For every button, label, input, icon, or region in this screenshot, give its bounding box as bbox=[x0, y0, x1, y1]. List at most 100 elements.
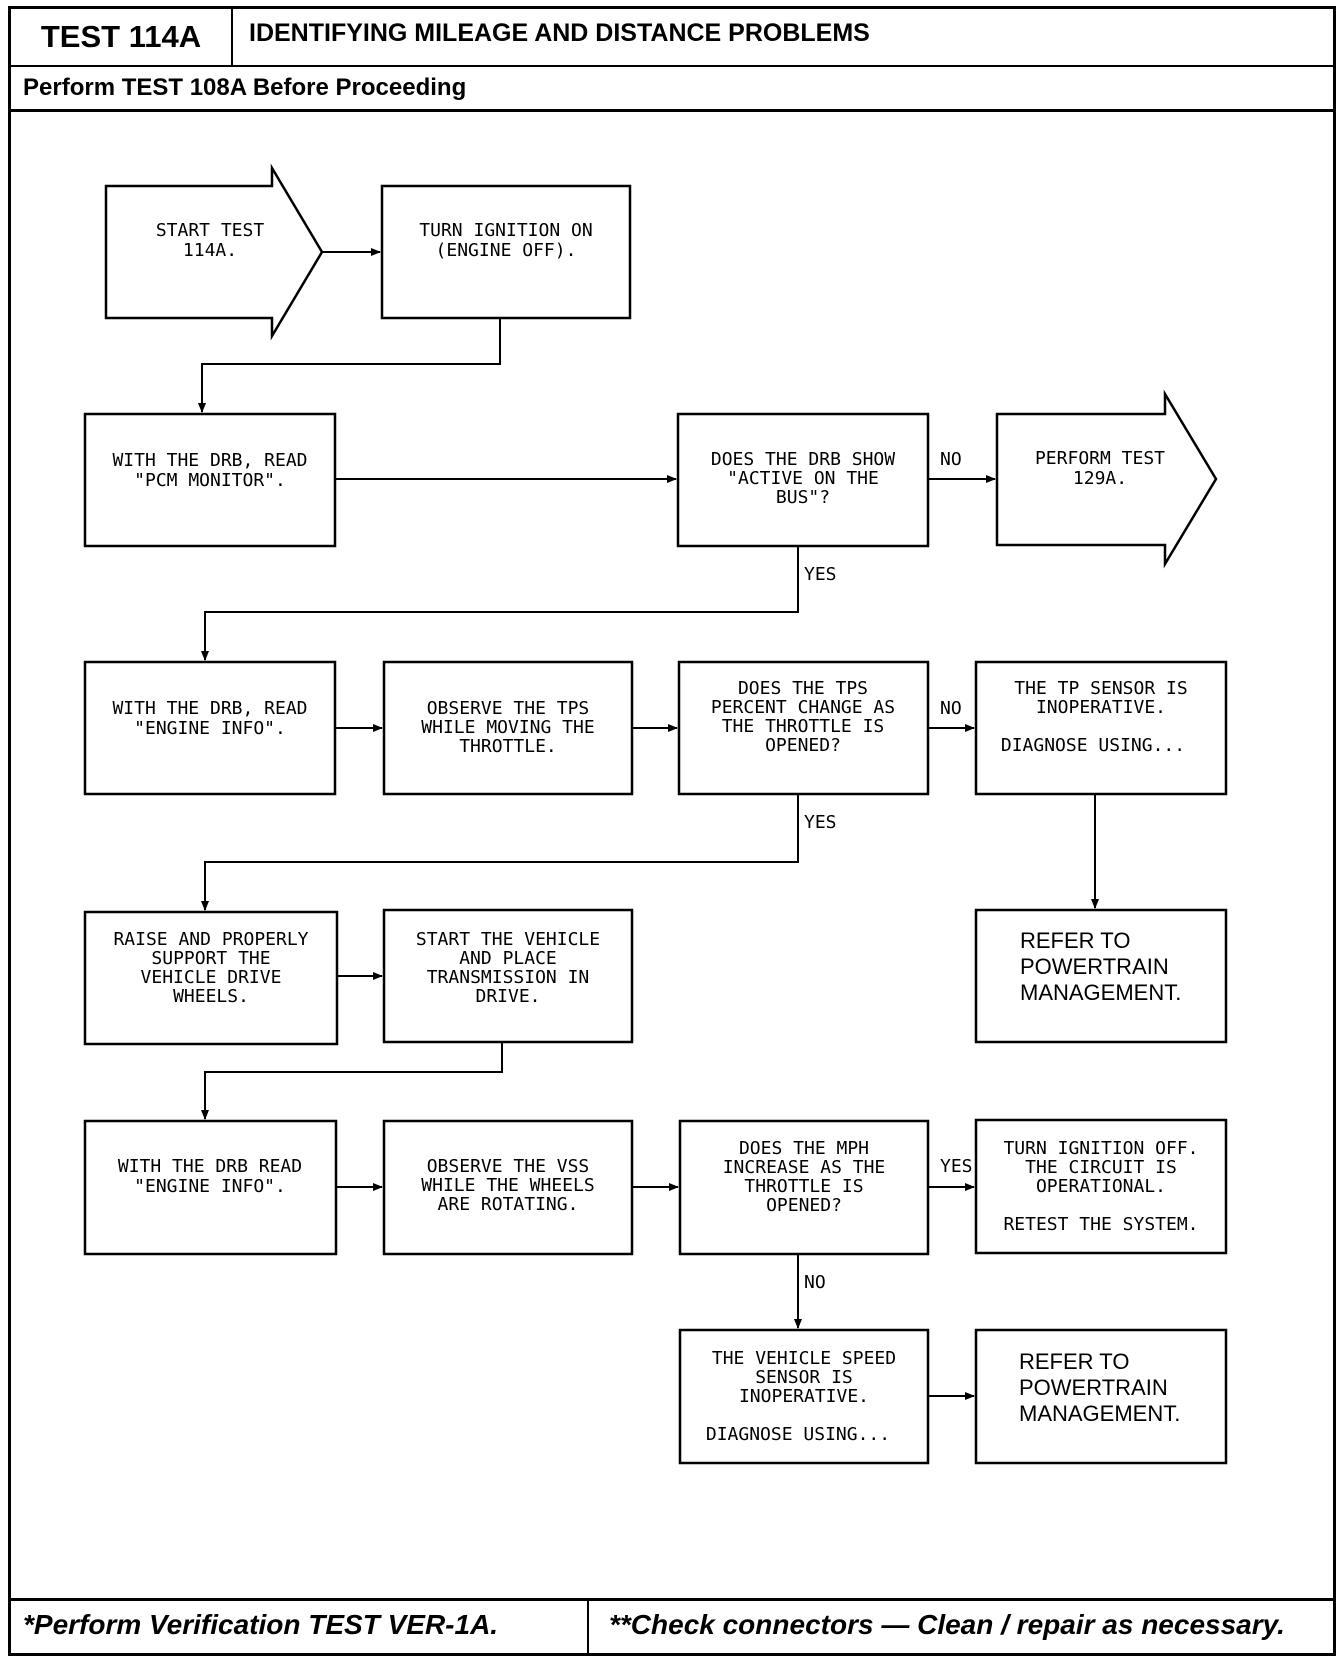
node-text-vss-diagnose: DIAGNOSE USING... bbox=[706, 1424, 890, 1445]
raise-vehicle-box bbox=[83, 910, 339, 1046]
node-line: ARE ROTATING. bbox=[438, 1194, 579, 1215]
node-line: SUPPORT THE bbox=[151, 948, 270, 969]
footer-verification-note: *Perform Verification TEST VER-1A. bbox=[23, 1609, 499, 1640]
node-line: THE THROTTLE IS bbox=[722, 716, 885, 737]
connector-tps-change-yes bbox=[201, 794, 799, 911]
mph-increase-decision bbox=[678, 1119, 930, 1256]
node-line: OBSERVE THE VSS bbox=[427, 1156, 590, 1177]
node-line: PERFORM TEST bbox=[1035, 448, 1165, 469]
node-line: AND PLACE bbox=[459, 948, 557, 969]
prerequisite-row: Perform TEST 108A Before Proceeding bbox=[11, 67, 1333, 112]
node-line: WITH THE DRB READ bbox=[118, 1156, 302, 1177]
start-vehicle-box bbox=[382, 908, 634, 1044]
node-line: DRIVE. bbox=[475, 986, 540, 1007]
node-line: START THE VEHICLE bbox=[416, 929, 600, 950]
node-line: WHILE MOVING THE bbox=[421, 717, 594, 738]
node-line: OPENED? bbox=[765, 735, 841, 756]
node-line: DIAGNOSE USING... bbox=[706, 1424, 890, 1445]
node-text-retest: RETEST THE SYSTEM. bbox=[1003, 1214, 1198, 1235]
node-line: DOES THE DRB SHOW bbox=[711, 449, 895, 470]
node-line: RETEST THE SYSTEM. bbox=[1003, 1214, 1198, 1235]
node-line: "ACTIVE ON THE bbox=[727, 468, 879, 489]
label-yes-mph: YES bbox=[940, 1156, 973, 1177]
node-line: "ENGINE INFO". bbox=[134, 1176, 286, 1197]
label-yes-tps-change: YES bbox=[804, 812, 837, 833]
label-no-tps-change: NO bbox=[940, 698, 962, 719]
node-text-read-engine-2: WITH THE DRB READ"ENGINE INFO". bbox=[118, 1156, 302, 1197]
label-no-active-bus: NO bbox=[940, 449, 962, 470]
node-line: INOPERATIVE. bbox=[1036, 697, 1166, 718]
node-line: INOPERATIVE. bbox=[739, 1386, 869, 1407]
node-line: SENSOR IS bbox=[755, 1367, 853, 1388]
tp-inoperative-box bbox=[974, 660, 1228, 796]
node-line: THROTTLE IS bbox=[744, 1176, 863, 1197]
node-text-ignition-on: TURN IGNITION ON(ENGINE OFF). bbox=[419, 220, 592, 261]
node-line: WHILE THE WHEELS bbox=[421, 1175, 594, 1196]
node-line: 129A. bbox=[1073, 468, 1127, 489]
test-id: TEST 114A bbox=[11, 9, 233, 65]
tps-change-decision bbox=[677, 660, 930, 796]
start-arrow-shape bbox=[104, 163, 324, 341]
read-pcm-box bbox=[83, 412, 337, 548]
node-line: (ENGINE OFF). bbox=[436, 240, 577, 261]
node-line: RAISE AND PROPERLY bbox=[113, 929, 308, 950]
node-text-read-engine-1: WITH THE DRB, READ"ENGINE INFO". bbox=[112, 698, 307, 739]
node-line: DOES THE TPS bbox=[738, 678, 868, 699]
test-title: IDENTIFYING MILEAGE AND DISTANCE PROBLEM… bbox=[249, 19, 870, 47]
node-line: MANAGEMENT. bbox=[1019, 1401, 1180, 1426]
refer-2-box bbox=[974, 1328, 1228, 1465]
node-line: "ENGINE INFO". bbox=[134, 718, 286, 739]
node-line: PERCENT CHANGE AS bbox=[711, 697, 895, 718]
node-line: "PCM MONITOR". bbox=[134, 470, 286, 491]
node-line: THE TP SENSOR IS bbox=[1014, 678, 1187, 699]
node-line: DIAGNOSE USING... bbox=[1001, 735, 1185, 756]
node-text-tp-diagnose: DIAGNOSE USING... bbox=[1001, 735, 1185, 756]
footer-connectors-note: **Check connectors — Clean / repair as n… bbox=[609, 1609, 1285, 1640]
node-line: POWERTRAIN bbox=[1020, 954, 1169, 979]
label-no-mph: NO bbox=[804, 1272, 826, 1293]
node-line: DOES THE MPH bbox=[739, 1138, 869, 1159]
node-line: WITH THE DRB, READ bbox=[112, 698, 307, 719]
header-row: TEST 114A IDENTIFYING MILEAGE AND DISTAN… bbox=[11, 9, 1333, 67]
node-line: OPERATIONAL. bbox=[1036, 1176, 1166, 1197]
read-engine-1-box bbox=[83, 660, 337, 796]
connector-ignition-to-read-pcm bbox=[198, 318, 501, 413]
node-line: OPENED? bbox=[766, 1195, 842, 1216]
node-line: THE VEHICLE SPEED bbox=[712, 1348, 896, 1369]
observe-tps-box bbox=[382, 660, 634, 796]
node-line: WHEELS. bbox=[173, 986, 249, 1007]
node-text-read-pcm: WITH THE DRB, READ"PCM MONITOR". bbox=[112, 450, 307, 491]
prerequisite-note: Perform TEST 108A Before Proceeding bbox=[23, 74, 467, 101]
node-line: THROTTLE. bbox=[459, 736, 557, 757]
node-line: VEHICLE DRIVE bbox=[141, 967, 282, 988]
node-line: TRANSMISSION IN bbox=[427, 967, 590, 988]
test-page: TEST 114A IDENTIFYING MILEAGE AND DISTAN… bbox=[8, 6, 1336, 1656]
node-line: INCREASE AS THE bbox=[723, 1157, 886, 1178]
ignition-off-box bbox=[974, 1118, 1228, 1255]
connector-start-vehicle-to-read-engine-2 bbox=[201, 1042, 503, 1120]
node-line: THE CIRCUIT IS bbox=[1025, 1157, 1177, 1178]
perform-129a-arrow-shape bbox=[995, 389, 1218, 569]
refer-1-box bbox=[974, 908, 1228, 1044]
connector-active-bus-yes bbox=[201, 546, 799, 661]
footer: *Perform Verification TEST VER-1A. **Che… bbox=[11, 1598, 1333, 1653]
node-line: MANAGEMENT. bbox=[1020, 980, 1181, 1005]
node-line: 114A. bbox=[183, 240, 237, 261]
footer-divider bbox=[587, 1601, 589, 1653]
node-line: OBSERVE THE TPS bbox=[427, 698, 590, 719]
active-bus-decision bbox=[676, 412, 930, 548]
node-line: START TEST bbox=[156, 220, 265, 241]
